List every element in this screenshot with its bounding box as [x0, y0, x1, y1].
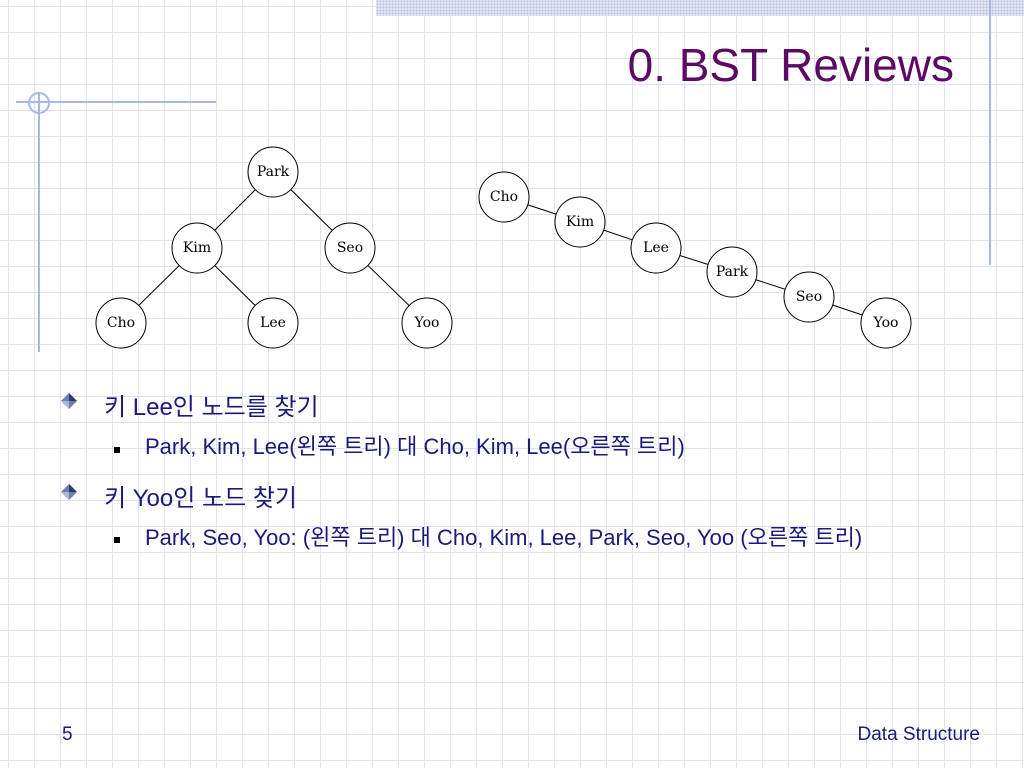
square-bullet-icon	[114, 537, 120, 543]
bullet-item: 키 Yoo인 노드 찾기	[104, 485, 297, 512]
right-tree-skewed: Cho Kim Lee Park Seo Yoo	[478, 171, 912, 349]
tree-node: Lee	[247, 297, 299, 349]
footer-course-name: Data Structure	[857, 724, 981, 745]
node-label: Lee	[260, 315, 286, 331]
node-circle	[247, 297, 299, 349]
tree-node: Yoo	[401, 297, 453, 349]
node-label: Kim	[183, 240, 211, 256]
tree-node: Cho	[95, 297, 147, 349]
slide-title: 0. BST Reviews	[627, 39, 954, 91]
node-circle	[706, 246, 758, 298]
node-label: Park	[716, 264, 749, 280]
node-circle	[95, 297, 147, 349]
sub-bullet-item: Park, Seo, Yoo: (왼쪽 트리) 대 Cho, Kim, Lee,…	[145, 525, 863, 550]
tree-node: Cho	[478, 171, 530, 223]
square-bullet-icon	[114, 447, 120, 453]
tree-node: Seo	[324, 222, 376, 274]
node-label: Seo	[796, 289, 822, 305]
node-circle	[630, 222, 682, 274]
node-label: Yoo	[873, 315, 899, 331]
tree-node: Yoo	[860, 297, 912, 349]
node-circle	[401, 297, 453, 349]
header-pattern-band	[376, 0, 1024, 16]
decorative-vertical-line	[38, 92, 40, 352]
node-circle	[478, 171, 530, 223]
decorative-circle-icon	[28, 92, 50, 114]
node-circle	[171, 222, 223, 274]
decorative-horizontal-line	[16, 101, 216, 103]
tree-node: Park	[706, 246, 758, 298]
decorative-vertical-line	[989, 0, 991, 265]
node-label: Seo	[337, 240, 363, 256]
diamond-bullet-icon	[61, 393, 77, 409]
tree-node: Kim	[171, 222, 223, 274]
node-label: Kim	[566, 214, 594, 230]
node-label: Lee	[643, 240, 669, 256]
page-number: 5	[62, 724, 73, 745]
node-label: Cho	[107, 315, 135, 331]
tree-node: Lee	[630, 222, 682, 274]
sub-bullet-item: Park, Kim, Lee(왼쪽 트리) 대 Cho, Kim, Lee(오른…	[145, 434, 685, 459]
node-circle	[247, 146, 299, 198]
left-tree-balanced: Park Kim Seo Cho Lee Yoo	[95, 146, 453, 349]
diamond-bullet-icon	[61, 484, 77, 500]
node-label: Yoo	[414, 315, 440, 331]
node-circle	[324, 222, 376, 274]
tree-node: Park	[247, 146, 299, 198]
node-label: Park	[257, 164, 290, 180]
node-label: Cho	[490, 189, 518, 205]
node-circle	[554, 196, 606, 248]
tree-node: Seo	[783, 271, 835, 323]
node-circle	[860, 297, 912, 349]
bullet-item: 키 Lee인 노드를 찾기	[104, 394, 319, 421]
tree-node: Kim	[554, 196, 606, 248]
node-circle	[783, 271, 835, 323]
